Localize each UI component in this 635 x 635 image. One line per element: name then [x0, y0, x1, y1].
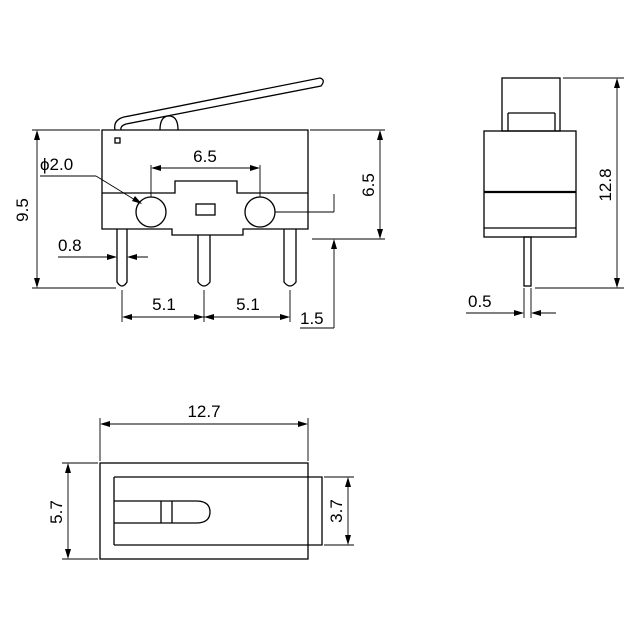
dim-overall-height: 9.5 — [13, 129, 116, 289]
dim-label-0-5: 0.5 — [468, 292, 492, 311]
top-lever-slot — [114, 500, 211, 524]
dim-label-12-7: 12.7 — [187, 402, 220, 421]
right-hole — [244, 196, 276, 228]
dim-label-12-8: 12.8 — [596, 168, 615, 201]
pin-middle — [197, 235, 211, 287]
lever — [114, 77, 324, 131]
pin-left — [116, 229, 128, 287]
dim-label-phi-2-0: ϕ2.0 — [40, 155, 73, 174]
dim-body-height: 6.5 — [310, 129, 385, 240]
front-body — [101, 129, 309, 236]
dim-label-5-1-left: 5.1 — [152, 295, 176, 314]
dim-actuator-width: 3.7 — [324, 476, 354, 546]
dim-pin-offset: 1.5 — [300, 239, 337, 329]
roller — [159, 115, 179, 131]
dim-label-6-5-spacing: 6.5 — [193, 147, 217, 166]
top-view: 12.7 5.7 3.7 — [47, 402, 354, 560]
top-body — [99, 462, 309, 560]
dim-side-pin-width: 0.5 — [466, 288, 556, 318]
side-pin — [523, 236, 532, 287]
dim-body-width: 5.7 — [47, 462, 98, 560]
side-view: 12.8 0.5 — [466, 77, 624, 318]
dim-label-9-5: 9.5 — [13, 198, 32, 222]
center-slot — [195, 203, 216, 216]
dim-hole-spacing: 6.5 — [150, 147, 261, 197]
left-hole — [135, 196, 167, 228]
corner-marker — [114, 137, 121, 144]
dim-label-6-5-height: 6.5 — [359, 173, 378, 197]
dim-label-5-1-right: 5.1 — [236, 295, 260, 314]
top-actuator — [114, 476, 323, 546]
dim-side-height: 12.8 — [535, 77, 624, 289]
dim-label-1-5: 1.5 — [300, 309, 324, 328]
pin-right — [283, 229, 297, 287]
dim-pin-pitch: 5.1 5.1 — [121, 290, 291, 322]
front-view: 9.5 ϕ2.0 6.5 6.5 — [13, 77, 385, 329]
side-body — [483, 130, 577, 238]
dim-label-0-8: 0.8 — [58, 236, 82, 255]
dim-label-3-7: 3.7 — [327, 499, 346, 523]
front-body-step — [102, 180, 308, 194]
dim-label-5-7: 5.7 — [47, 500, 66, 524]
dim-body-length: 12.7 — [99, 402, 309, 461]
side-actuator — [501, 77, 561, 132]
dim-pin-width: 0.8 — [58, 236, 148, 260]
dim-hole-diameter: ϕ2.0 — [40, 155, 142, 204]
